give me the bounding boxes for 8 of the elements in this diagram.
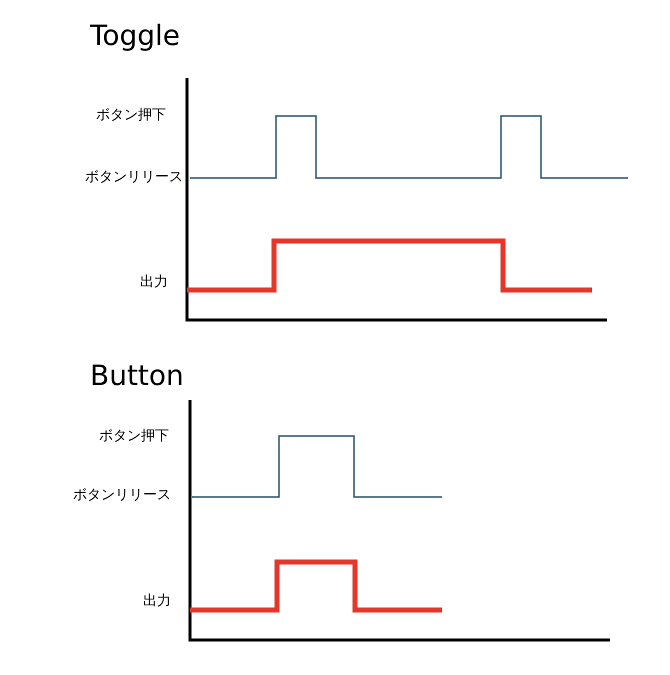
signal-label: 出力 — [140, 275, 168, 289]
panel-title: Button — [90, 362, 184, 390]
panel-title: Toggle — [90, 22, 180, 50]
signal-label: 出力 — [143, 594, 171, 608]
signal-label: ボタンリリース — [73, 488, 171, 502]
signal-label: ボタンリリース — [85, 170, 183, 184]
signal-label: ボタン押下 — [96, 108, 166, 122]
signal-label: ボタン押下 — [99, 429, 169, 443]
